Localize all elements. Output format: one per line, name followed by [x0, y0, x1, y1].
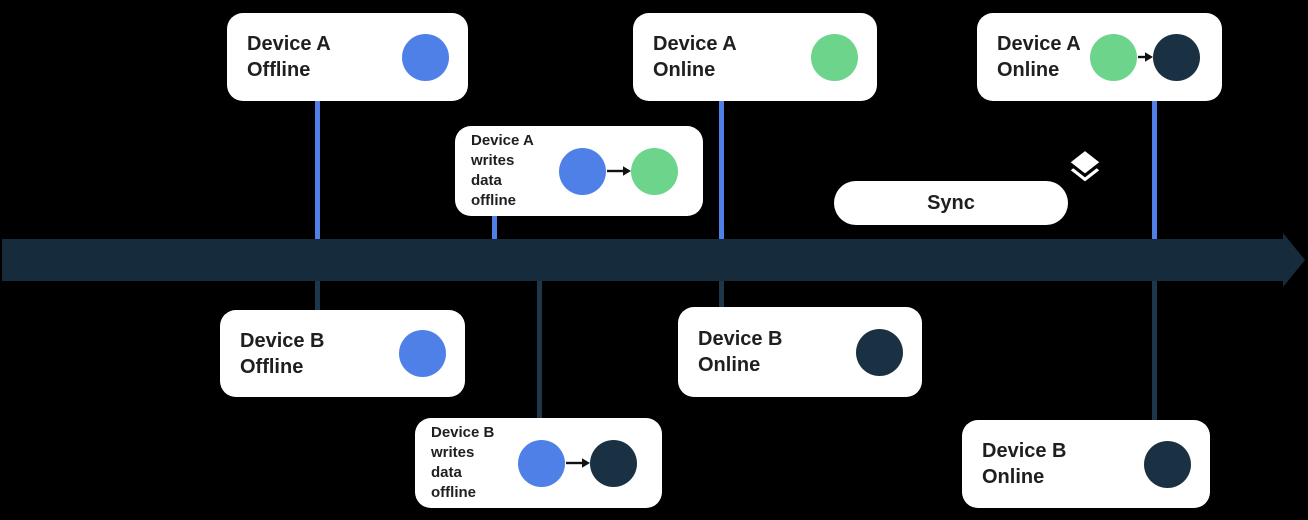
state-dot-navy: [1153, 33, 1200, 81]
card-device-b-online-right-dots: [1144, 440, 1191, 488]
card-device-a-offline-label: Device A Offline: [247, 33, 331, 81]
connector-device-b-offline: [315, 280, 320, 312]
card-device-a-writes-dots: [559, 147, 678, 195]
card-device-b-online-mid-label: Device B Online: [698, 328, 783, 376]
state-dot-green: [631, 147, 678, 195]
card-device-b-online-mid: Device B Online: [678, 307, 922, 397]
state-dot-blue: [399, 330, 446, 377]
card-device-b-offline-dots: [399, 330, 446, 377]
card-device-a-online-right-dots: [1090, 33, 1200, 81]
state-dot-blue: [559, 147, 606, 195]
timeline-arrow: [2, 233, 1305, 287]
connector-device-b-writes: [537, 280, 542, 420]
state-dot-navy: [856, 328, 903, 376]
connector-device-b-online-mid: [719, 280, 724, 309]
sync-label: Sync: [927, 191, 975, 214]
connector-device-a-online-right: [1152, 100, 1157, 240]
arrow-right-icon: [1138, 52, 1153, 62]
state-dot-navy: [1144, 440, 1191, 488]
card-device-b-offline: Device B Offline: [220, 310, 465, 397]
card-device-b-online-right-label: Device B Online: [982, 440, 1067, 488]
state-dot-blue: [402, 33, 449, 81]
card-device-a-online-mid-label: Device A Online: [653, 33, 737, 81]
card-device-a-offline-dots: [402, 33, 449, 81]
card-device-b-writes-label: Device B writes data offline: [431, 424, 495, 501]
card-device-a-writes-label: Device A writes data offline: [471, 132, 534, 209]
arrow-right-icon: [607, 166, 631, 176]
connector-device-a-writes: [492, 212, 497, 240]
card-device-a-writes-offline: Device A writes data offline: [455, 126, 703, 216]
state-dot-green: [811, 33, 858, 81]
card-device-b-online-mid-dots: [856, 328, 903, 376]
state-dot-green: [1090, 33, 1137, 81]
card-device-b-offline-label: Device B Offline: [240, 329, 325, 378]
card-device-b-online-right: Device B Online: [962, 420, 1210, 508]
card-device-a-online-right-label: Device A Online: [997, 33, 1081, 81]
card-device-a-online-mid-dots: [811, 33, 858, 81]
card-device-b-writes-dots: [518, 439, 637, 487]
arrow-right-icon: [566, 458, 590, 468]
card-device-a-online-right: Device A Online: [977, 13, 1222, 101]
card-device-b-writes-offline: Device B writes data offline: [415, 418, 662, 508]
state-dot-navy: [590, 439, 637, 487]
connector-device-a-offline: [315, 100, 320, 240]
card-device-a-online-mid: Device A Online: [633, 13, 877, 101]
connector-device-a-online-mid: [719, 100, 724, 240]
state-dot-blue: [518, 439, 565, 487]
layers-icon: [1070, 151, 1100, 182]
sync-step: Sync: [834, 181, 1068, 225]
connector-device-b-online-right: [1152, 280, 1157, 422]
card-device-a-offline: Device A Offline: [227, 13, 468, 101]
